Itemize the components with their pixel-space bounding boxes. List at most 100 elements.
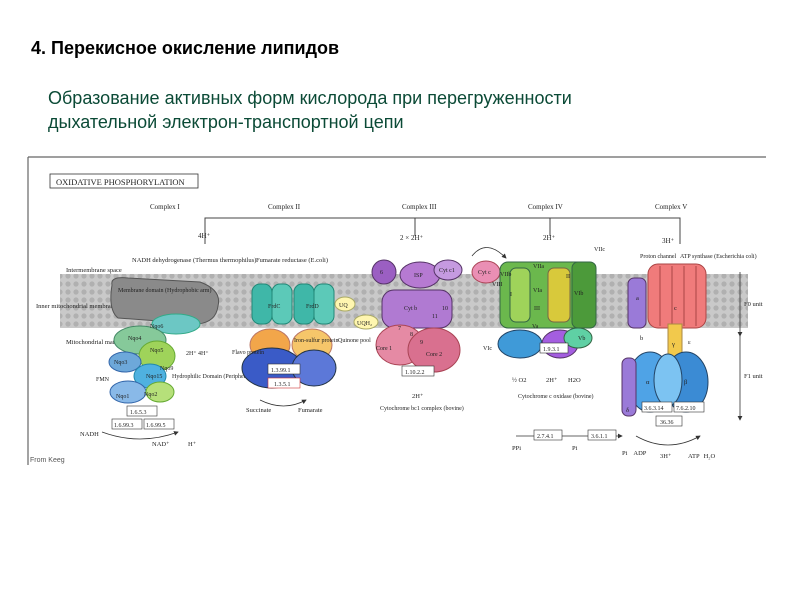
viic-label: VIIc <box>594 247 605 253</box>
c3-sub-9: 9 <box>420 340 423 346</box>
ec-36-36[interactable]: 36.36 <box>660 420 674 426</box>
ec-1-3-5-1[interactable]: 1.3.5.1 <box>274 382 291 388</box>
nadh-label: NADH <box>80 431 99 438</box>
membrane-domain-label: Membrane domain (Hydrophobic arm) <box>118 287 211 294</box>
nqo5-label: Nqo5 <box>150 348 163 354</box>
flavo-protein-label: Flavo protein <box>232 350 264 356</box>
diagram-header: OXIDATIVE PHOSPHORYLATION <box>56 177 185 187</box>
subtitle-line-1: Образование активных форм кислорода при … <box>48 88 572 108</box>
nqo3-label: Nqo3 <box>114 360 127 366</box>
complex-i-label: Complex I <box>150 203 180 211</box>
ec-1-6-99-5[interactable]: 1.6.99.5 <box>146 423 166 429</box>
complex-v-label: Complex V <box>655 203 687 211</box>
core1-label: Core 1 <box>376 346 392 352</box>
proton-circuit-line <box>204 217 681 244</box>
intermembrane-label: Intermembrane space <box>66 267 122 274</box>
subunit-beta-label: β <box>684 379 688 386</box>
pi-label: Pi <box>572 445 578 452</box>
ec-1-9-3-1[interactable]: 1.9.3.1 <box>543 347 560 353</box>
subunit-alpha-label: α <box>646 379 650 386</box>
c3-proton-top: 2 × 2H⁺ <box>400 234 424 242</box>
subunit-c-label: c <box>674 305 677 312</box>
c3-sub-7: 7 <box>398 326 401 332</box>
f0-unit-label: F0 unit <box>744 301 763 308</box>
complex-ii-name: Fumarate reductase (E.coli) <box>256 257 328 264</box>
subtitle-line-2: дыхательной электрон-транспортной цепи <box>48 112 404 132</box>
va-label: Va <box>532 324 539 330</box>
core2-label: Core 2 <box>426 352 442 358</box>
c3-sub-11: 11 <box>432 314 438 320</box>
c4-i-label: I <box>510 292 512 298</box>
vic-label: VIc <box>483 346 492 352</box>
cytc1-label: Cyt c1 <box>439 268 455 274</box>
c1-h-label: H⁺ <box>188 441 197 448</box>
c3-sub-8: 8 <box>410 332 413 338</box>
isp-label: ISP <box>414 273 423 279</box>
half-o2-label: ½ O2 <box>512 377 526 384</box>
complex-i: NADH dehydrogenase (Thermus thermophilus… <box>80 257 263 448</box>
ec-3-6-1-1[interactable]: 3.6.1.1 <box>591 434 608 440</box>
uq-label: UQ <box>339 303 348 309</box>
c3-bottom-proton: 2H⁺ <box>412 393 424 400</box>
fmn-label: FMN <box>96 377 110 383</box>
subunit-gamma-label: γ <box>671 341 675 348</box>
ec-1-6-99-3[interactable]: 1.6.99.3 <box>114 423 134 429</box>
c1-proton-top: 4H⁺ <box>198 232 211 240</box>
proton-channel-label: Proton channel <box>640 254 676 260</box>
subunit-b-label: b <box>640 335 643 342</box>
matrix-label: Mitochondrial matrix <box>66 339 123 346</box>
subunit-epsilon-label: ε <box>688 339 691 346</box>
fumarate-label: Fumarate <box>298 407 323 414</box>
complex-iv-label: Complex IV <box>528 203 563 211</box>
c4-ii-label: II <box>566 274 570 280</box>
cytochrome-bc1-label: Cytochrome bc1 complex (bovine) <box>380 405 464 412</box>
cytc-label: Cyt c <box>478 270 491 276</box>
subunit-delta-label: δ <box>626 407 629 414</box>
f1-unit-label: F1 unit <box>744 373 763 380</box>
ec-1-6-5-3[interactable]: 1.6.5.3 <box>130 410 147 416</box>
source-credit: From Keeg <box>30 457 65 464</box>
nqo9-label: Nqo9 <box>160 366 173 372</box>
ec-7-6-2-10[interactable]: 7.6.2.10 <box>676 406 696 412</box>
vb-label: Vb <box>578 336 585 342</box>
hydrophilic-domain-label: Hydrophilic Domain (Peripheral arm) <box>172 373 263 380</box>
complex-i-name: NADH dehydrogenase (Thermus thermophilus… <box>132 257 256 264</box>
nqo1-label: Nqo1 <box>116 394 129 400</box>
ppi-label: PPi <box>512 445 521 452</box>
c3-sub-6: 6 <box>380 270 383 276</box>
cytb-label: Cyt b <box>404 306 417 312</box>
iron-sulfur-label: Iron-sulfur protein <box>294 337 339 344</box>
quinone-pool-label: Quinone pool <box>338 338 371 344</box>
complex-ii: Fumarate reductase (E.coli) FrdC FrdD Fl… <box>232 257 379 414</box>
ec-1-3-99-1[interactable]: 1.3.99.1 <box>271 368 291 374</box>
ec-3-6-3-14[interactable]: 3.6.3.14 <box>644 406 664 412</box>
c4-h-label: 2H⁺ <box>546 377 558 384</box>
uqh2-label: UQH₂ <box>357 321 372 327</box>
frdd-label: FrdD <box>306 304 319 310</box>
c3-sub-10: 10 <box>442 306 448 312</box>
complex-ii-label: Complex II <box>268 203 301 211</box>
viii-label: VIII <box>492 282 502 288</box>
ec-1-10-2-2[interactable]: 1.10.2.2 <box>405 370 425 376</box>
ec-2-7-4-1[interactable]: 2.7.4.1 <box>537 434 554 440</box>
vib-label: VIb <box>574 291 583 297</box>
cytochrome-oxidase-label: Cytochrome c oxidase (bovine) <box>518 393 593 400</box>
complex-v: Proton channel ATP synthase (Escherichia… <box>621 253 757 460</box>
inner-membrane-label: Inner mitochondrial membrane <box>36 303 117 310</box>
c1-proton-bottom: 2H⁺ 4H⁺ <box>186 350 209 357</box>
slide-title: 4. Перекисное окисление липидов <box>31 38 340 58</box>
c5-h-label: 3H⁺ <box>660 453 672 460</box>
viia-label: VIIa <box>533 264 544 270</box>
subunit-a-label: a <box>636 295 639 302</box>
nqo4-label: Nqo4 <box>128 336 141 342</box>
via-label: VIa <box>533 288 542 294</box>
c5-proton-top: 3H⁺ <box>662 237 675 245</box>
atp-synthase-label: ATP synthase (Escherichia coli) <box>680 253 757 260</box>
slide-subtitle: Образование активных форм кислорода при … <box>48 86 768 134</box>
viib-label: VIIb <box>500 272 511 278</box>
nad-label: NAD⁺ <box>152 441 170 448</box>
diagram-header-box <box>49 173 199 189</box>
